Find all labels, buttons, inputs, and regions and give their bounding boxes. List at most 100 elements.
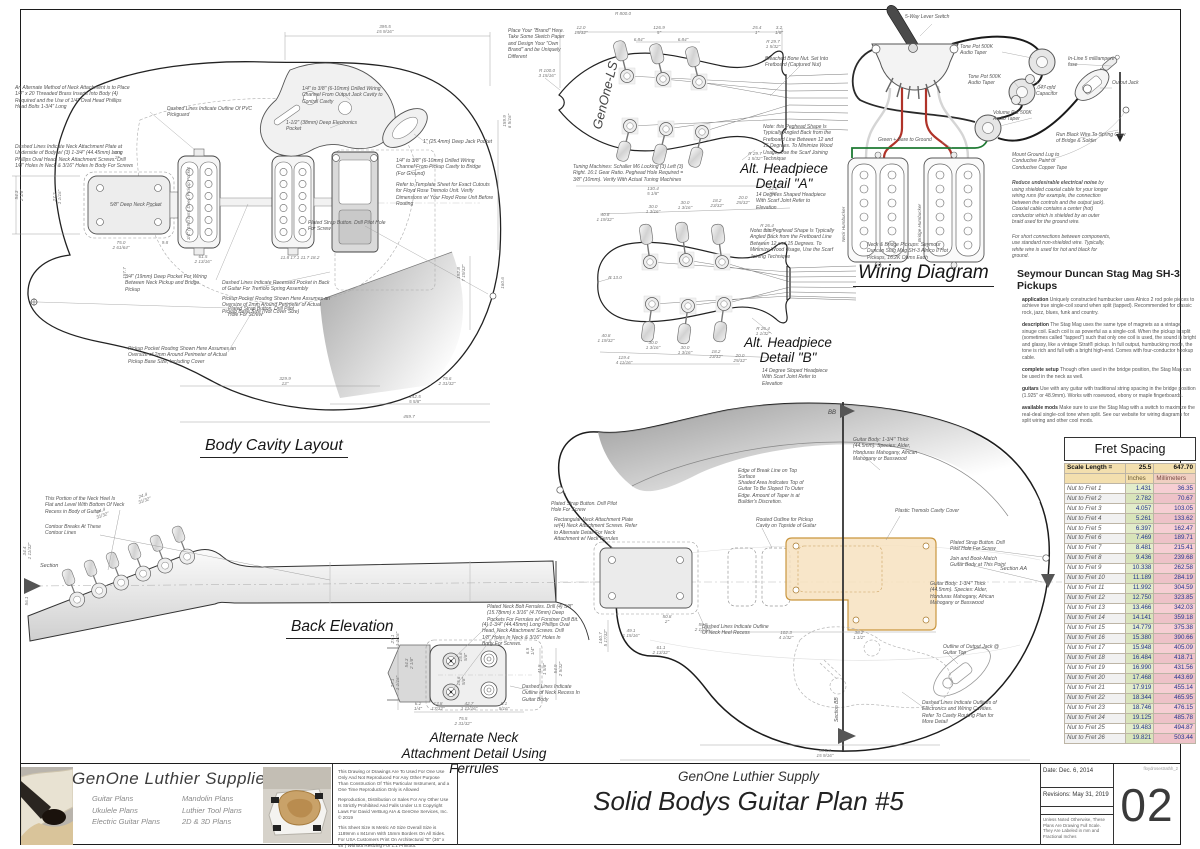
fret-mm: 70.67 <box>1153 493 1196 505</box>
title-headpiece-a: Alt. Headpiece Detail "A" <box>740 161 828 191</box>
tremolo-cavity-cover <box>785 537 937 631</box>
fret-row: Nut to Fret 1 1.431 36.35 <box>1064 483 1196 495</box>
neck-pickup-pocket <box>177 148 221 256</box>
logo-photo-right <box>263 767 331 843</box>
title-headpiece-b: Alt. Headpiece Detail "B" <box>744 335 832 365</box>
svg-text:Section BB: Section BB <box>834 697 840 722</box>
annotation-note: Green + Bare to Ground <box>878 137 932 143</box>
annotation-note: Mount Ground Lug to Conductive Paint or … <box>1012 152 1068 171</box>
divider <box>457 764 458 845</box>
annotation-note: Plated Strap Button. Drill Pilot Hole Fo… <box>950 540 1005 553</box>
annotation-note: Contour Breaks At These Contour Lines <box>45 524 101 537</box>
fret-inches: 2.782 <box>1124 493 1155 505</box>
fret-label: Nut to Fret 4 <box>1064 513 1126 525</box>
dimension-label: 27.1 1 1/16" <box>390 675 401 691</box>
dimension-label: 50.8 2" <box>112 150 122 161</box>
shielding-note: Reduce undesirable electrical noise by u… <box>1012 180 1108 225</box>
fret-inches: 11.992 <box>1124 583 1155 594</box>
capacitor <box>1011 74 1035 105</box>
dimension-label: 61.5 2 13/16" <box>194 254 212 265</box>
fret-inches: 4.057 <box>1124 503 1155 515</box>
fret-label: Nut to Fret 13 <box>1064 602 1126 614</box>
ferrule-screws <box>442 650 498 701</box>
five-way-switch <box>871 5 959 100</box>
fret-label: Nut to Fret 6 <box>1064 533 1126 545</box>
fret-row: Nut to Fret 12 12.750 323.85 <box>1064 593 1196 604</box>
tone-pot-2 <box>1008 78 1036 106</box>
dimension-label: R 13.0 <box>608 275 622 280</box>
fret-inches: 19.125 <box>1124 712 1155 724</box>
legal-paragraph: This Drawing or Drawings Are To Used For… <box>338 769 450 792</box>
annotation-note: Note: this Peghead Shape Is Typically An… <box>763 124 834 162</box>
neck-attachment-plate <box>599 547 693 609</box>
bridge-humbucker <box>923 151 985 269</box>
break-line <box>631 441 1009 517</box>
plan-type: 2D & 3D Plans <box>182 817 232 827</box>
fret-label: Nut to Fret 22 <box>1064 692 1126 704</box>
fret-row: Nut to Fret 14 14.141 359.18 <box>1064 612 1196 624</box>
fret-row: Nut to Fret 2 2.782 70.67 <box>1064 493 1196 505</box>
annotation-note: Place Your "Brand" Here. Take Some Sketc… <box>508 28 565 60</box>
fret-inches: 10.338 <box>1124 563 1155 575</box>
fret-inches: 1.431 <box>1124 483 1155 495</box>
dimension-label: 34.4 1 11/32" <box>22 542 33 560</box>
dimension-label: 12.0 15/32" <box>574 25 588 36</box>
fret-inches: 6.397 <box>1124 523 1155 535</box>
annotation-note: Output Jack <box>1112 80 1139 86</box>
bridge-pickup-pocket <box>271 148 315 256</box>
fret-row: Nut to Fret 8 9.436 239.68 <box>1064 553 1196 565</box>
strap-button-2 <box>489 292 497 300</box>
annotation-note: In-Line 5 milliampere fuse <box>1068 56 1115 69</box>
fret-label: Nut to Fret 8 <box>1064 553 1126 565</box>
fret-row: Nut to Fret 10 11.189 284.19 <box>1064 573 1196 585</box>
annotation-note: Pickup Pocket Routing Shown Here Assumes… <box>128 346 236 365</box>
dimension-label: R 29.7 1 5/32" <box>747 151 763 162</box>
dimension-label: 395.5 15 9/16" <box>376 24 394 35</box>
annotation-note: Shaded Area Indicates Top of Guitar To B… <box>738 480 804 506</box>
fret-inches: 9.436 <box>1124 553 1155 565</box>
scale-mm: 647.70 <box>1153 462 1196 475</box>
dimension-label: 18.2 23/32" <box>710 198 724 209</box>
dimension-label: 6.84" <box>677 37 689 42</box>
svg-text:BB: BB <box>828 410 836 416</box>
dimension-label: 25.4 1" <box>752 25 762 36</box>
fret-inches: 5.261 <box>1124 513 1155 525</box>
neck-profile <box>27 549 557 642</box>
fret-inches: 15.948 <box>1124 642 1155 654</box>
annotation-note: Dashed Lines Indicate Outline of Neck Re… <box>522 684 580 703</box>
fret-row: Nut to Fret 11 11.992 304.59 <box>1064 583 1196 594</box>
annotation-note: Edge of Break Line on Top Surface <box>738 468 798 481</box>
annotation-note: Plated Strap Button. Drill Pilot Hole Fo… <box>551 501 617 514</box>
annotation-note: Neck & Bridge Pickups: Seymour Duncan St… <box>867 242 948 261</box>
title-body-cavity: Body Cavity Layout <box>200 437 348 458</box>
fret-label: Nut to Fret 14 <box>1064 612 1126 624</box>
fret-mm: 503.44 <box>1153 732 1196 744</box>
fret-row: Nut to Fret 25 19.483 494.87 <box>1064 722 1196 734</box>
sloped-top-shading <box>598 403 1040 516</box>
output-jack-outline <box>933 647 991 697</box>
title-back-elevation: Back Elevation <box>286 618 399 639</box>
fret-row: Nut to Fret 26 19.821 503.44 <box>1064 732 1196 744</box>
fret-label: Nut to Fret 11 <box>1064 583 1126 594</box>
dimension-label: 30.0 1 3/16" <box>677 345 693 356</box>
fret-inches: 7.469 <box>1124 533 1155 545</box>
fret-label: Nut to Fret 9 <box>1064 563 1126 575</box>
fret-row: Nut to Fret 6 7.469 189.71 <box>1064 533 1196 545</box>
fret-inches: 13.466 <box>1124 602 1155 614</box>
scale-note: Unless Noted Otherwise, These Plans Are … <box>1043 817 1105 839</box>
divider <box>1040 764 1041 845</box>
dimension-label: 160.6 <box>500 277 505 289</box>
dimension-label: 50.8 2" <box>662 614 672 625</box>
fret-mm: 133.62 <box>1153 513 1196 525</box>
divider <box>1113 764 1114 845</box>
fret-table-title: Fret Spacing <box>1064 437 1196 461</box>
jack-pocket <box>382 108 428 148</box>
fret-mm: 443.69 <box>1153 672 1196 684</box>
strap-button-tail <box>1042 554 1050 562</box>
fret-label: Nut to Fret 21 <box>1064 682 1126 694</box>
dimension-label: 329.9 13" <box>279 376 291 387</box>
pickup-paragraph: description The Stag Mag uses the same t… <box>1022 322 1196 361</box>
annotation-note: Rectangular Neck Attachment Plate w/(4) … <box>554 517 638 543</box>
dimension-label: 130.4 5 1/8" <box>647 186 659 197</box>
fret-mm: 431.56 <box>1153 662 1196 674</box>
